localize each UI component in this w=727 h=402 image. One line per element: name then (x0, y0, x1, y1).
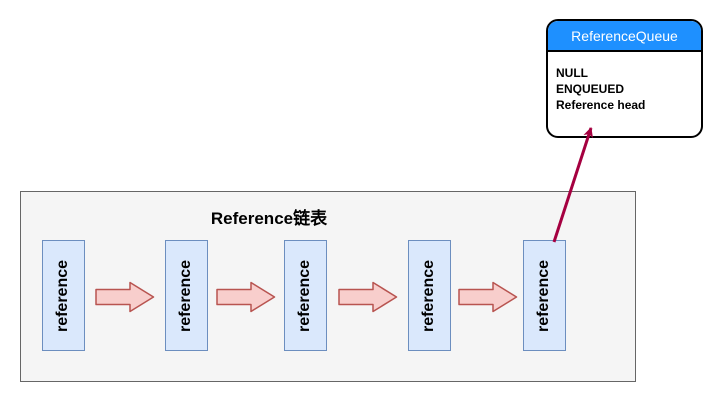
reference-node-label: reference (535, 259, 553, 332)
reference-node-1: reference (42, 240, 85, 351)
queue-state-reference-head: Reference head (556, 98, 646, 112)
reference-node-3: reference (284, 240, 327, 351)
reference-node-4: reference (408, 240, 451, 351)
reference-queue-body: NULL ENQUEUED Reference head (548, 52, 701, 113)
reference-queue-box: ReferenceQueue NULL ENQUEUED Reference h… (546, 19, 703, 138)
reference-list-title: Reference链表 (210, 209, 328, 228)
queue-state-enqueued: ENQUEUED (556, 82, 625, 96)
next-arrow-icon (338, 281, 398, 313)
next-arrow-icon (458, 281, 518, 313)
queue-state-null: NULL (556, 66, 588, 80)
reference-node-label: reference (54, 259, 72, 332)
reference-node-label: reference (177, 259, 195, 332)
reference-node-label: reference (296, 259, 314, 332)
reference-queue-title: ReferenceQueue (571, 27, 678, 44)
next-arrow-icon (216, 281, 276, 313)
reference-node-5: reference (523, 240, 566, 351)
reference-queue-header: ReferenceQueue (548, 21, 701, 52)
reference-node-2: reference (165, 240, 208, 351)
next-arrow-icon (95, 281, 155, 313)
reference-node-label: reference (420, 259, 438, 332)
